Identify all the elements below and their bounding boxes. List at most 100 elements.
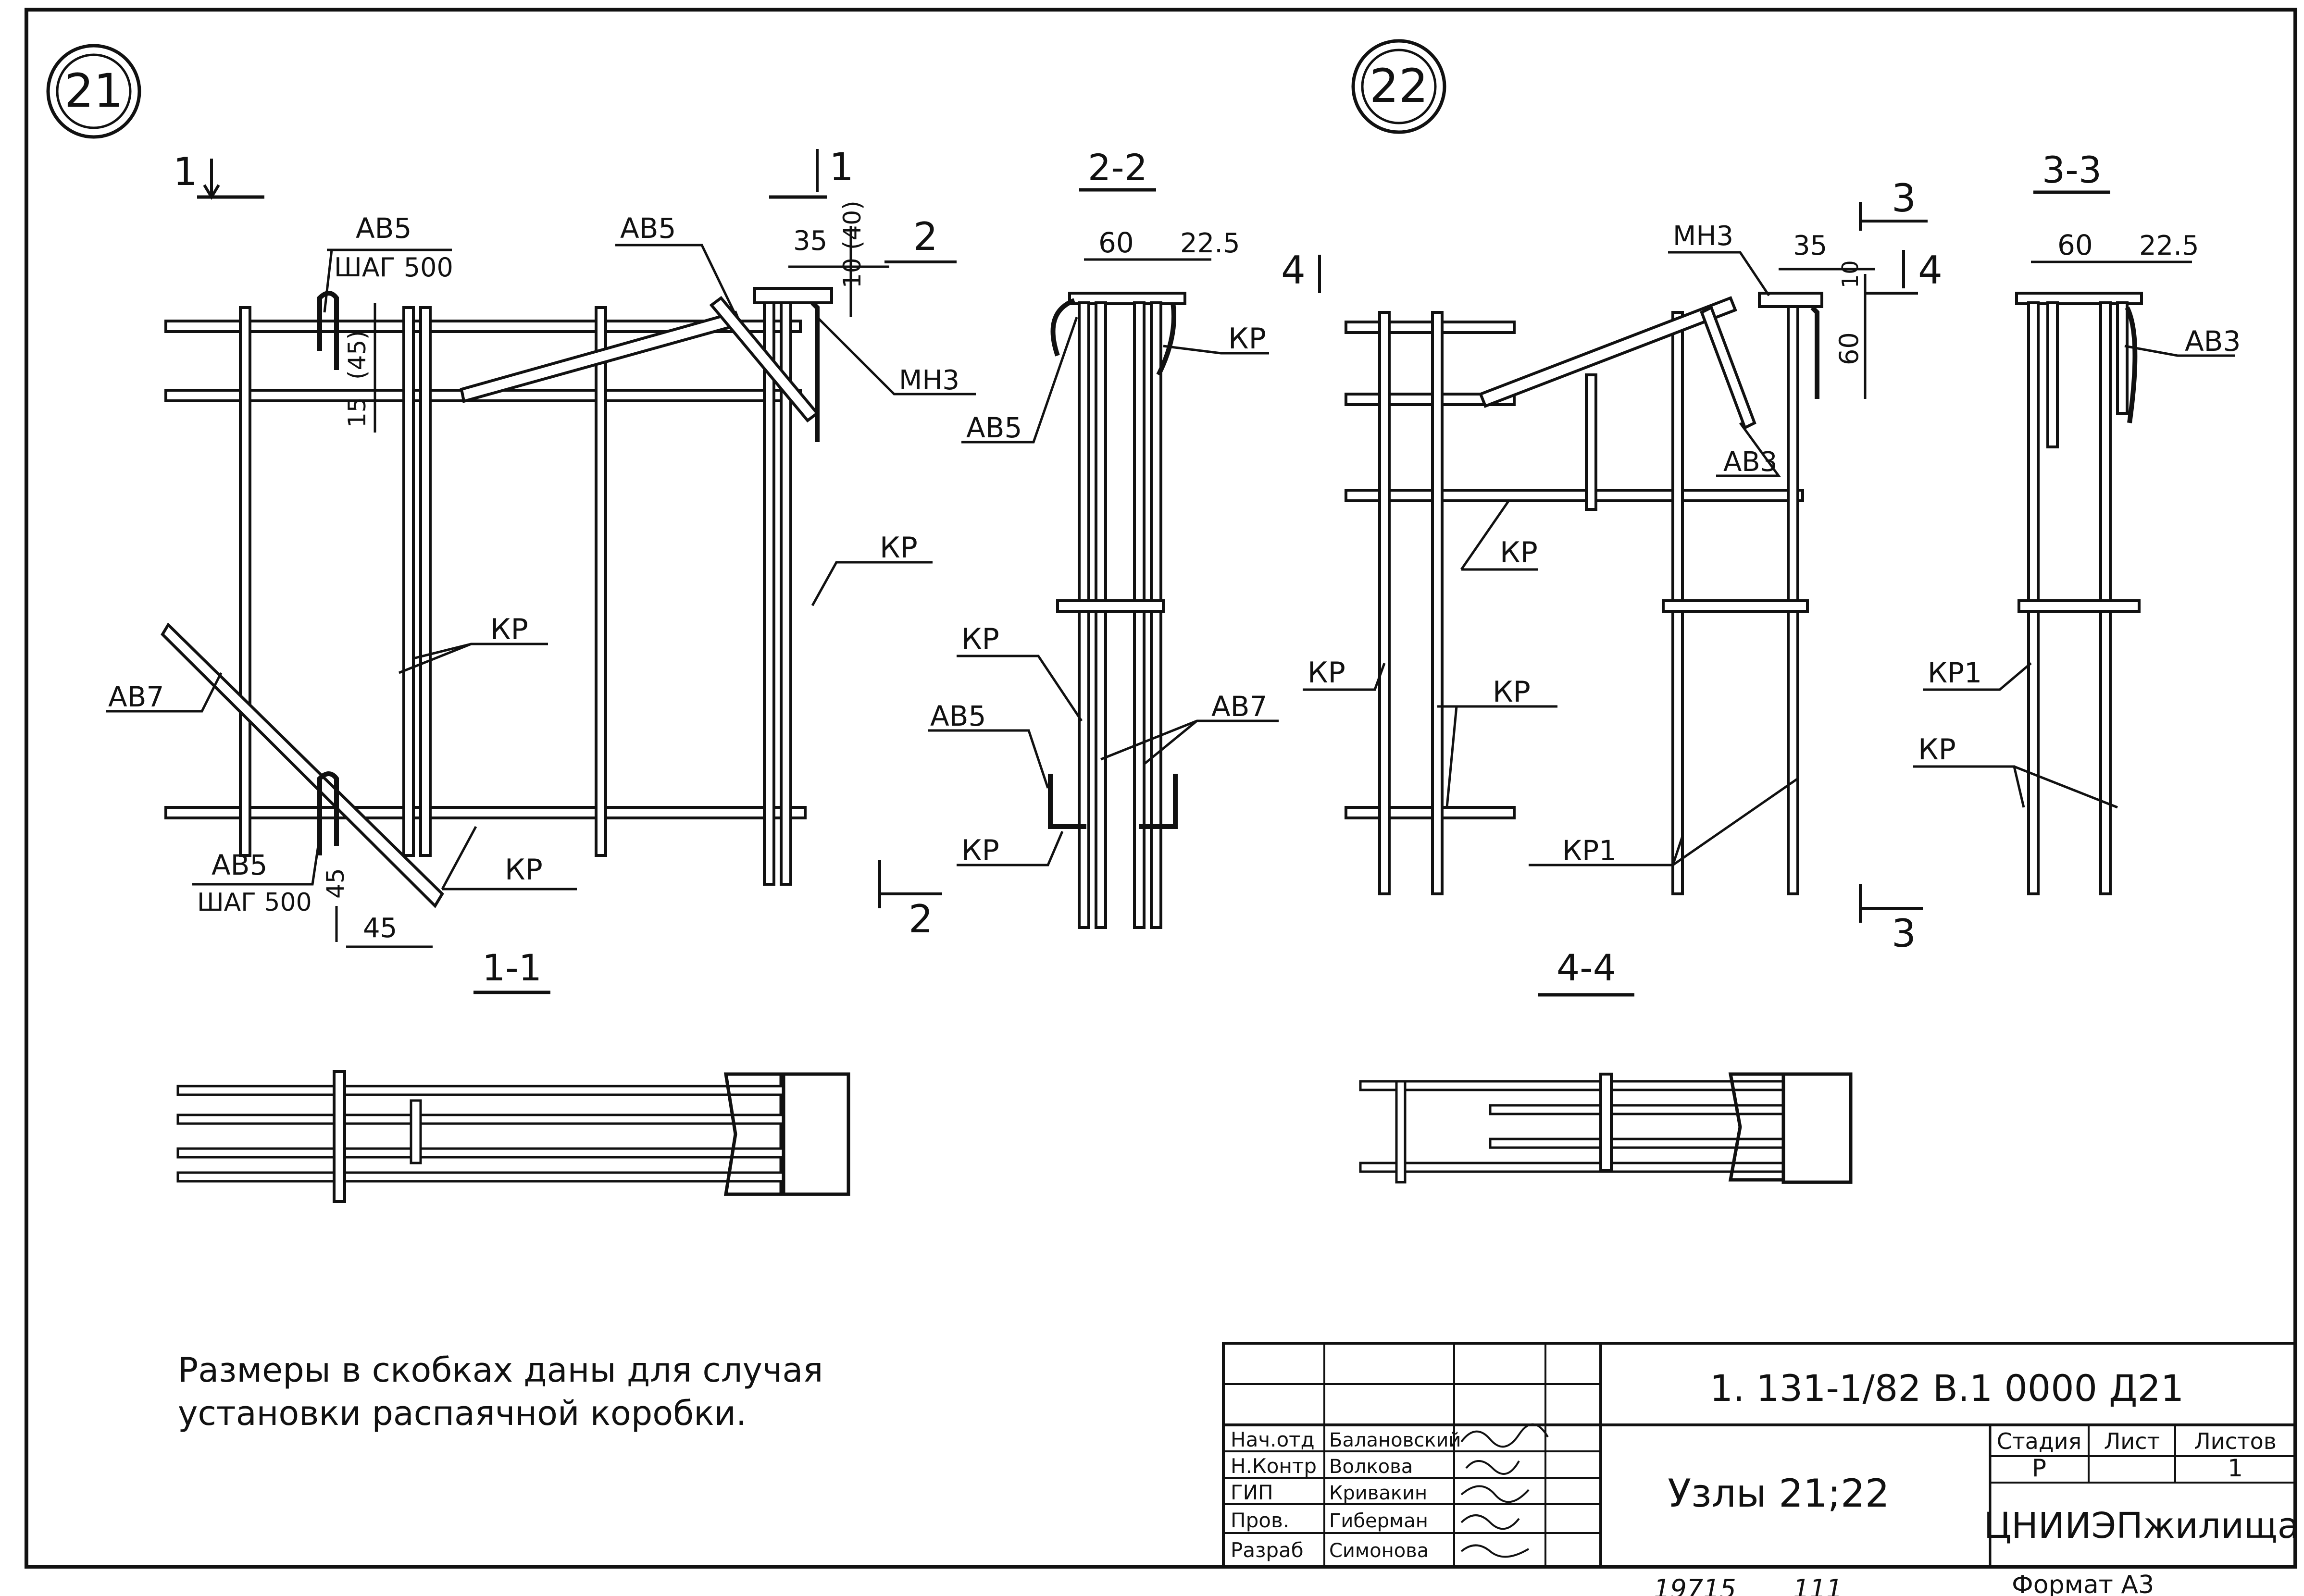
note-line-1: Размеры в скобках даны для случая [178, 1350, 823, 1390]
section-mark-4-left: 4 [1281, 248, 1306, 293]
label-kr-2: КР [490, 613, 528, 646]
sheet-header: Лист [2104, 1428, 2160, 1454]
dim-22-5: 22.5 [1180, 228, 1240, 259]
section-2-2: 2-2 60 22.5 КР АВ5 КР АВ5 АВ7 КР [928, 146, 1279, 929]
diagonal-bar-ab7 [161, 622, 444, 908]
label-kr-1: КР [880, 531, 918, 565]
label-2-2-ab7: АВ7 [1211, 690, 1267, 723]
role-2: Н.Контр [1231, 1454, 1317, 1478]
label-22-kr-c: КР [1493, 675, 1531, 709]
node-21-circle [46, 44, 141, 139]
dim-45-paren: (45) [343, 330, 371, 380]
section-title-3-3: 3-3 [2042, 148, 2102, 191]
name-3: Кривакин [1329, 1482, 1427, 1504]
inventory-suffix: 111 [1793, 1574, 1843, 1596]
section-mark-2-top: 2 [913, 214, 938, 259]
signature-4 [1460, 1514, 1520, 1530]
label-22-kr-b: КР [1308, 656, 1345, 690]
label-2-2-ab5-top: АВ5 [966, 411, 1022, 444]
dim-3-3-60: 60 [2057, 229, 2093, 261]
node-22: 22 4 4 3 3 35 10 60 МН3 АВ3 КР [1281, 39, 1943, 1184]
role-5: Разраб [1231, 1538, 1304, 1562]
section-mark-3-top: 3 [1892, 176, 1916, 221]
vertical-bar [595, 306, 607, 857]
dim-22-60: 60 [1834, 332, 1864, 365]
section-mark-2-bottom: 2 [909, 897, 933, 941]
signature-5 [1460, 1544, 1530, 1558]
organization: ЦНИИЭПжилища [1984, 1505, 2299, 1547]
clip-ab5-top [317, 291, 339, 370]
label-22-kr1: КР1 [1562, 834, 1617, 867]
dim-45-horizontal: 45 [363, 913, 397, 944]
label-ab5-bottom: АВ5 [212, 849, 267, 881]
horizontal-bar-bottom [164, 806, 807, 819]
dim-40-paren: (40) [838, 200, 866, 250]
section-mark-1-right: 1 [829, 145, 854, 189]
embedded-plate-mn3 [753, 287, 833, 304]
dim-35: 35 [793, 225, 827, 257]
section-title-4-4: 4-4 [1557, 946, 1616, 989]
clip-ab5-bottom [317, 771, 339, 855]
inventory-number: 19715 [1654, 1574, 1736, 1596]
label-step-bottom: ШАГ 500 [197, 888, 312, 917]
plan-view-1-1 [176, 1070, 850, 1203]
role-3: ГИП [1231, 1481, 1273, 1504]
embedded-plate-mn3 [1758, 292, 1823, 308]
vertical-bar [402, 306, 415, 857]
node-21-number: 21 [64, 64, 123, 118]
dim-3-3-22-5: 22.5 [2139, 230, 2199, 261]
drawing-title: Узлы 21;22 [1668, 1471, 1890, 1516]
label-ab5-right: АВ5 [620, 212, 676, 245]
label-kr-3: КР [505, 853, 543, 887]
drawing-code: 1. 131-1/82 В.1 0000 Д21 [1710, 1367, 2184, 1410]
stage-header: Стадия [1997, 1428, 2081, 1454]
dim-10: 10 [838, 258, 866, 288]
node-22-circle [1351, 39, 1446, 134]
name-5: Симонова [1329, 1540, 1429, 1562]
section-mark-4-right: 4 [1918, 248, 1943, 293]
label-22-mn3: МН3 [1673, 221, 1733, 252]
name-1: Балановский [1329, 1429, 1461, 1451]
label-2-2-kr-top: КР [1228, 322, 1266, 356]
label-3-3-ab3: АВ3 [2185, 325, 2241, 358]
role-4: Пров. [1231, 1509, 1289, 1532]
node-22-number: 22 [1370, 59, 1428, 113]
dim-45-vertical: 45 [322, 868, 349, 899]
role-1: Нач.отд [1231, 1428, 1315, 1451]
vertical-bar [239, 306, 251, 857]
dim-22-10: 10 [1837, 260, 1863, 288]
plan-view-4-4 [1359, 1072, 1853, 1184]
section-3-3: 3-3 60 22.5 АВ3 КР1 КР [1913, 148, 2241, 895]
label-mn3: МН3 [899, 365, 959, 396]
signature-2 [1465, 1460, 1520, 1475]
dim-15: 15 [343, 397, 371, 428]
stage-value: Р [2032, 1454, 2046, 1482]
dim-60: 60 [1098, 226, 1134, 259]
section-title-2-2: 2-2 [1088, 146, 1147, 189]
section-mark-1-left: 1 [173, 149, 198, 194]
vertical-bar [763, 297, 775, 886]
section-title-1-1: 1-1 [482, 946, 542, 989]
signature-3 [1460, 1485, 1530, 1503]
name-2: Волкова [1329, 1456, 1413, 1478]
title-block: 1. 131-1/82 В.1 0000 Д21 Узлы 21;22 ЦНИИ… [1222, 1342, 2299, 1568]
label-2-2-kr-bottom: КР [961, 834, 999, 867]
name-4: Гиберман [1329, 1510, 1428, 1532]
node-21: 21 1 1 35 10 [46, 44, 976, 1203]
label-2-2-ab5-bottom: АВ5 [930, 700, 986, 732]
dim-22-35: 35 [1793, 230, 1827, 261]
sheets-header: Листов [2194, 1428, 2277, 1454]
signature-1 [1460, 1423, 1549, 1448]
label-22-kr-a: КР [1500, 536, 1538, 569]
vertical-bar [419, 306, 432, 857]
section-mark-3-bottom: 3 [1892, 911, 1916, 956]
format-label: Формат А3 [2012, 1571, 2154, 1596]
label-3-3-kr1: КР1 [1928, 656, 1982, 689]
label-3-3-kr: КР [1918, 733, 1956, 767]
label-2-2-kr-mid: КР [961, 622, 999, 656]
horizontal-bar-top [164, 320, 802, 333]
label-step-top: ШАГ 500 [334, 252, 453, 283]
label-ab7: АВ7 [108, 680, 164, 713]
sheets-value: 1 [2228, 1454, 2243, 1482]
